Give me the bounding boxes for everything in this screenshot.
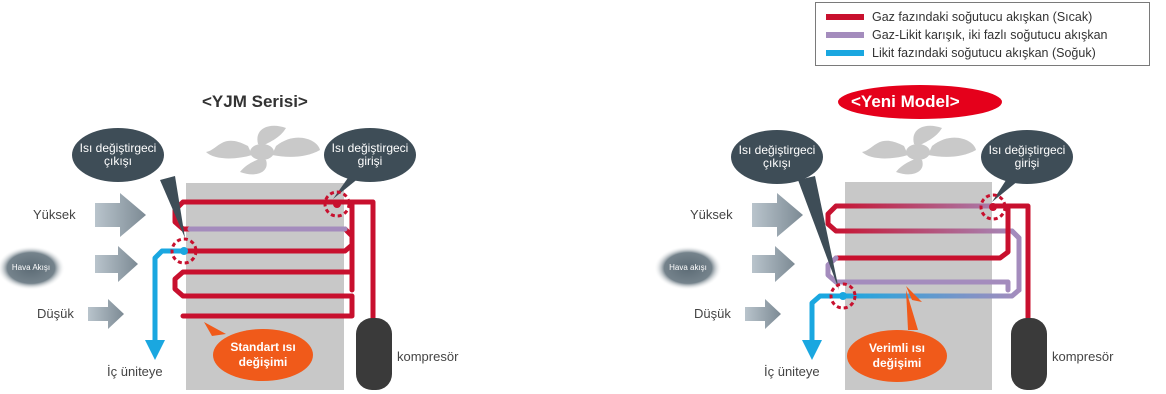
left-inlet-callout bbox=[324, 128, 416, 182]
right-indoor-label: İç üniteye bbox=[764, 364, 820, 379]
right-outlet-pointer bbox=[798, 176, 839, 290]
right-fan-icon bbox=[862, 125, 976, 175]
legend: Gaz fazındaki soğutucu akışkan (Sıcak) G… bbox=[815, 2, 1150, 66]
left-outlet-marker-dot bbox=[180, 247, 188, 255]
left-indoor-line bbox=[145, 248, 186, 360]
right-compressor-line bbox=[992, 203, 1031, 323]
left-air-label: Hava Akışı bbox=[11, 263, 51, 272]
right-exchange-text: Verimli ısı değişimi bbox=[868, 341, 926, 370]
right-air-cloud bbox=[654, 246, 722, 290]
left-air-arrow-high bbox=[95, 193, 146, 237]
left-compressor-icon bbox=[356, 318, 392, 390]
right-inlet-marker bbox=[979, 193, 1007, 221]
left-exchange-text: Standart ısı değişimi bbox=[230, 340, 296, 369]
right-inlet-callout-text: Isı değiştirgeci girişi bbox=[988, 143, 1066, 170]
legend-swatch-mixed bbox=[826, 32, 864, 38]
right-exchange-pointer bbox=[906, 290, 918, 330]
left-inlet-marker bbox=[323, 190, 351, 218]
right-compressor-label: kompresör bbox=[1052, 349, 1114, 364]
right-indoor-line bbox=[802, 293, 846, 360]
left-indoor-label: İç üniteye bbox=[107, 364, 163, 379]
legend-item-gas: Gaz fazındaki soğutucu akışkan (Sıcak) bbox=[826, 8, 1092, 26]
left-panel-title: <YJM Serisi> bbox=[202, 92, 308, 111]
right-inlet-marker-dot bbox=[989, 203, 997, 211]
right-air-arrow-low bbox=[745, 299, 781, 329]
left-inlet-callout-text: Isı değiştirgeci girişi bbox=[331, 141, 409, 168]
left-outlet-marker bbox=[170, 237, 198, 265]
right-air-arrow-mid bbox=[752, 246, 795, 282]
left-outlet-callout-text: Isı değiştirgeci çıkışı bbox=[79, 141, 157, 168]
left-low-label: Düşük bbox=[37, 306, 74, 321]
right-exchange-pointer-top bbox=[906, 286, 922, 302]
right-panel bbox=[654, 85, 1073, 390]
legend-item-liquid: Likit fazındaki soğutucu akışkan (Soğuk) bbox=[826, 44, 1096, 62]
right-tube-liquid bbox=[840, 287, 1022, 299]
right-exchange-oval bbox=[847, 330, 947, 382]
left-fan-icon bbox=[206, 125, 320, 175]
left-exchange-pointer bbox=[204, 322, 226, 336]
left-exchange-oval bbox=[213, 329, 313, 381]
left-air-cloud bbox=[0, 246, 65, 290]
left-compressor-label: kompresör bbox=[397, 349, 459, 364]
legend-swatch-gas bbox=[826, 14, 864, 20]
left-tube-lower bbox=[172, 269, 355, 319]
left-inlet-marker-dot bbox=[333, 200, 341, 208]
left-high-label: Yüksek bbox=[33, 207, 76, 222]
right-panel-title: <Yeni Model> bbox=[851, 92, 960, 111]
right-inlet-callout bbox=[981, 130, 1073, 184]
right-compressor-icon bbox=[1011, 318, 1047, 390]
legend-label-mixed: Gaz-Likit karışık, iki fazlı soğutucu ak… bbox=[872, 28, 1108, 42]
legend-label-gas: Gaz fazındaki soğutucu akışkan (Sıcak) bbox=[872, 10, 1093, 24]
legend-item-mixed: Gaz-Likit karışık, iki fazlı soğutucu ak… bbox=[826, 26, 1108, 44]
right-low-label: Düşük bbox=[694, 306, 731, 321]
right-outlet-callout-text: Isı değiştirgeci çıkışı bbox=[738, 143, 816, 170]
left-panel bbox=[0, 125, 416, 390]
right-title-badge bbox=[838, 85, 1002, 119]
right-outlet-marker bbox=[829, 282, 857, 310]
right-tube-right-purple bbox=[1009, 228, 1022, 293]
legend-label-liquid: Likit fazındaki soğutucu akışkan (Soğuk) bbox=[872, 46, 1096, 60]
left-outlet-callout bbox=[72, 128, 164, 182]
left-outlet-pointer bbox=[160, 176, 185, 238]
legend-swatch-liquid bbox=[826, 50, 864, 56]
right-outlet-marker-dot bbox=[839, 292, 847, 300]
left-air-arrow-low bbox=[88, 299, 124, 329]
right-air-label: Hava akışı bbox=[669, 263, 707, 272]
right-high-label: Yüksek bbox=[690, 207, 733, 222]
right-outlet-callout bbox=[731, 130, 823, 184]
left-air-arrow-mid bbox=[95, 246, 138, 282]
right-air-arrow-high bbox=[752, 193, 803, 237]
